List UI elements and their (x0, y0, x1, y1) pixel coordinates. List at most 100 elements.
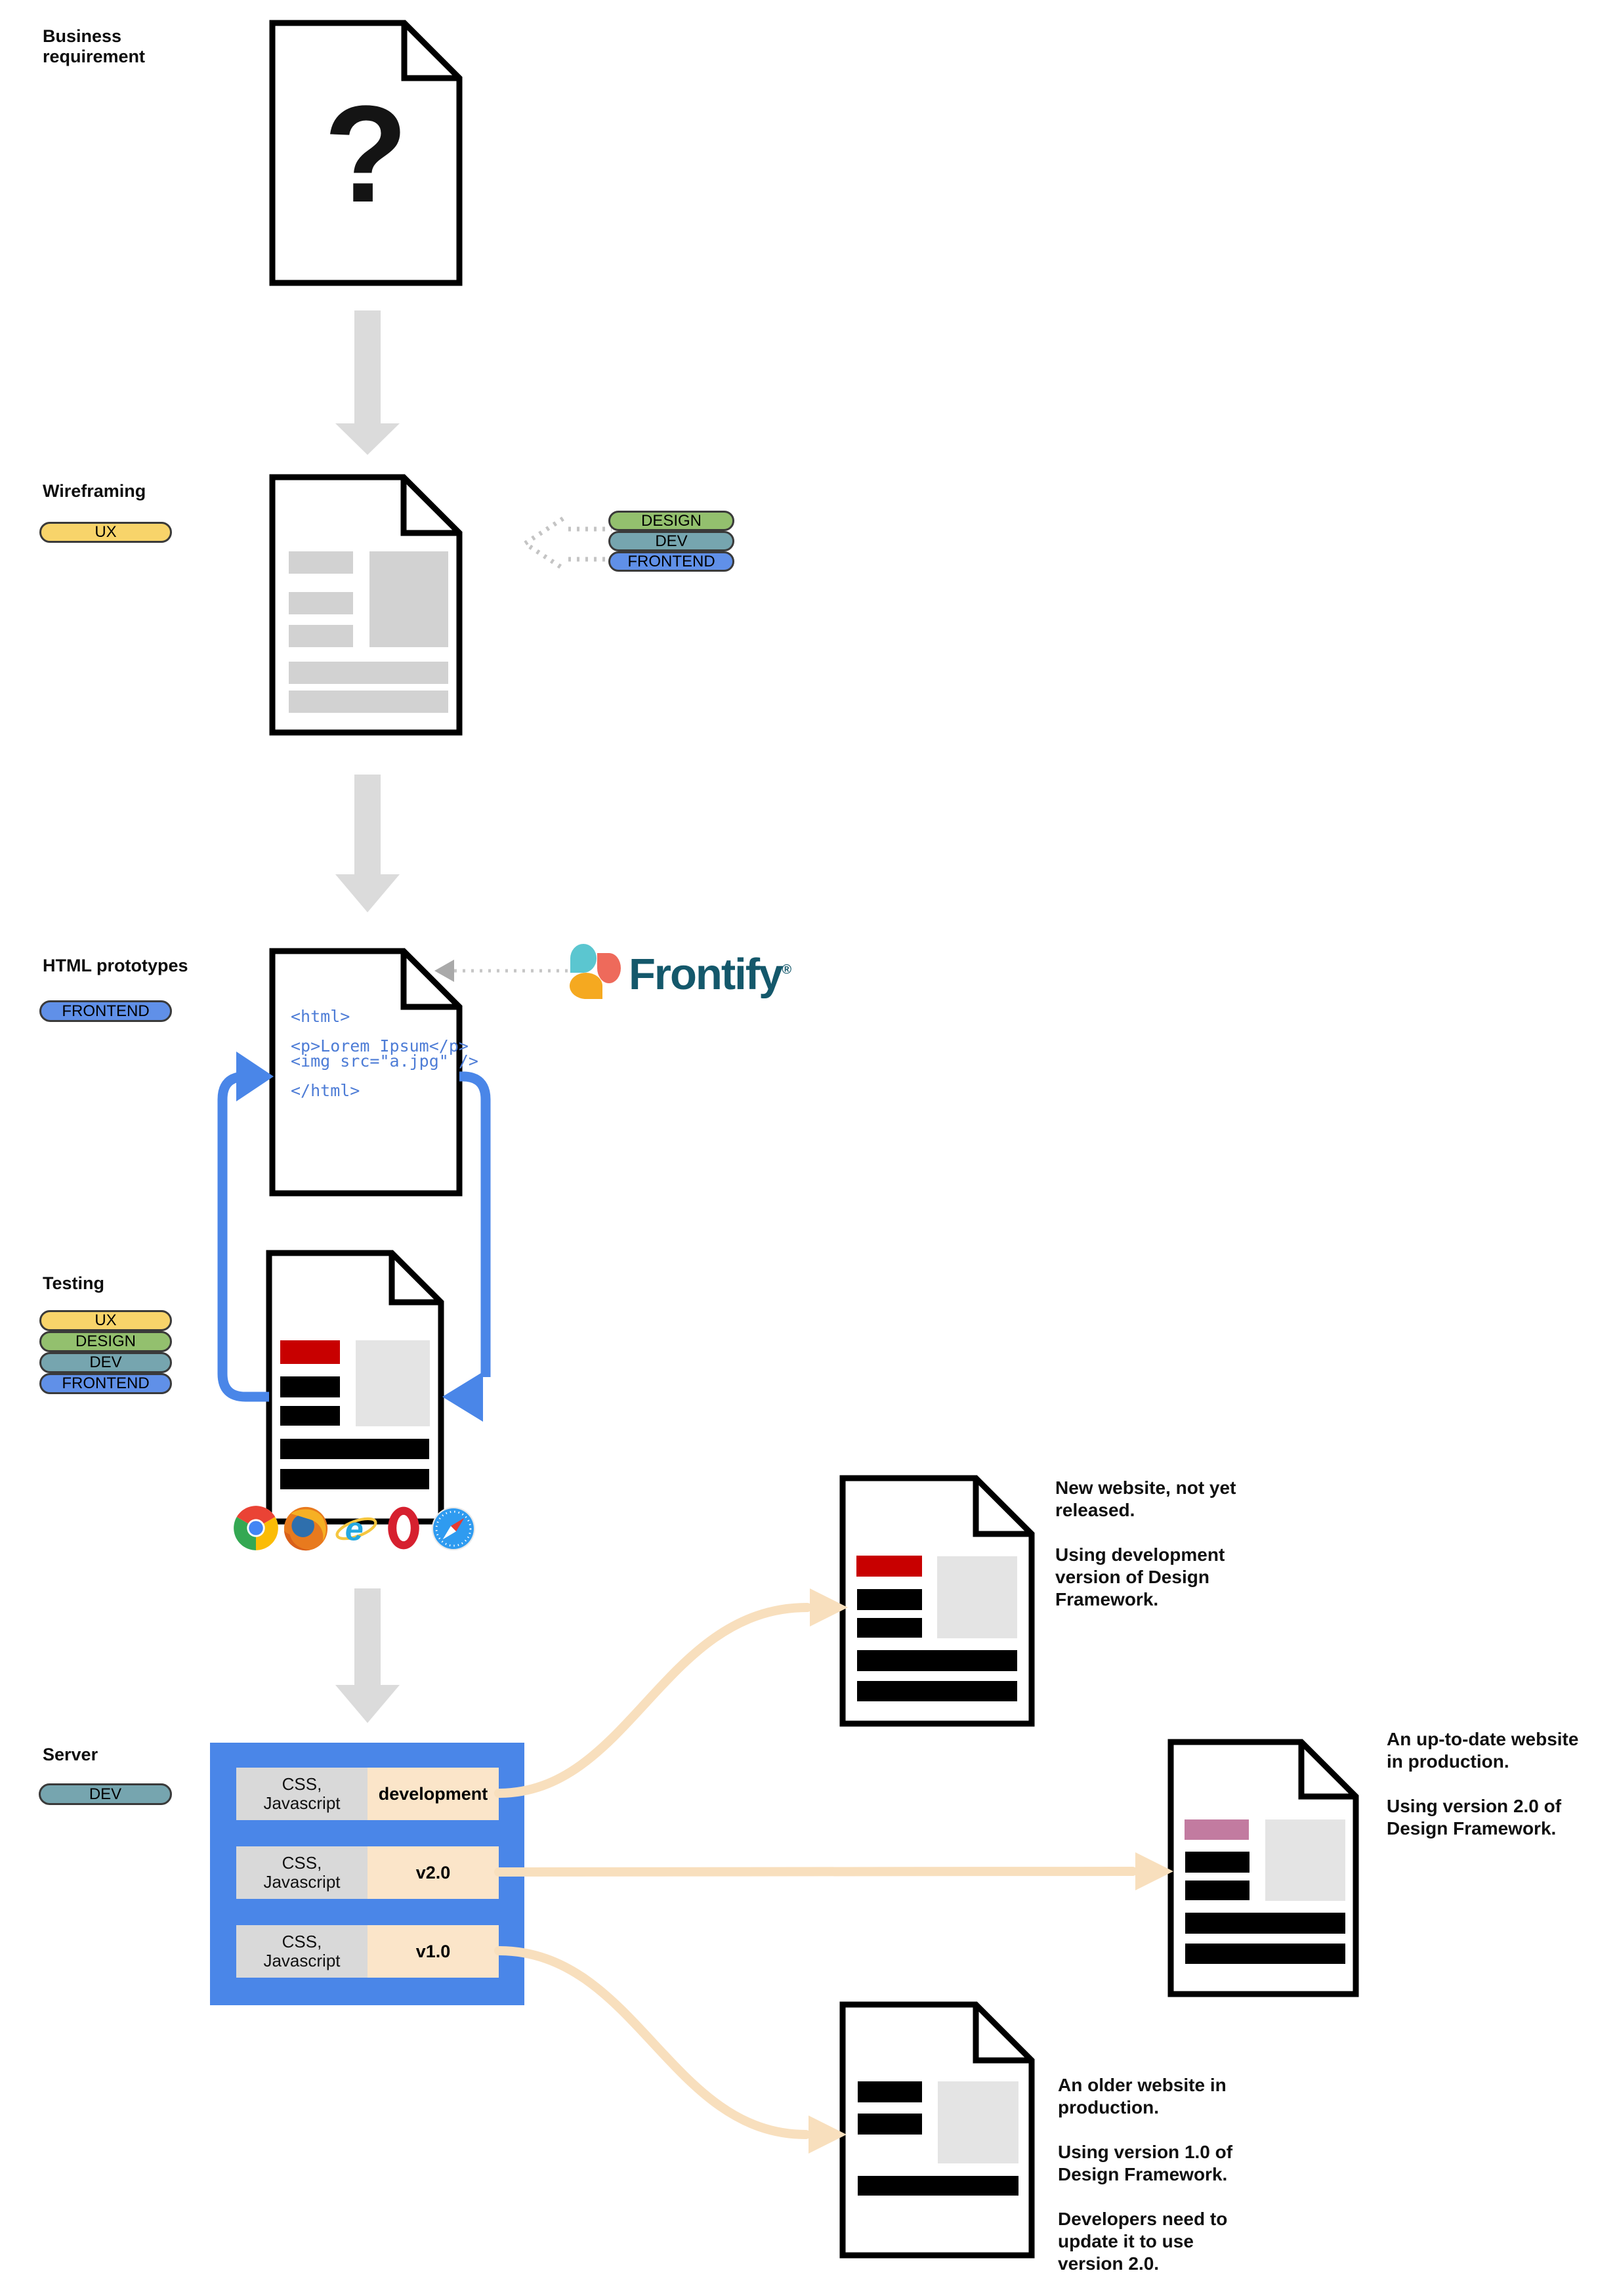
v2-site-full-bar (1185, 1913, 1345, 1934)
testing-red-bar (280, 1340, 340, 1364)
role-badge-dev: DEV (608, 531, 734, 551)
testing-full-bar (280, 1439, 429, 1459)
badge-ux-label: UX (94, 1311, 117, 1329)
badge-ux: UX (39, 522, 172, 543)
server-row-v2: CSS, Javascript v2.0 (236, 1846, 499, 1899)
note-v2-website: An up-to-date website in production. Usi… (1387, 1729, 1579, 1839)
v2-website-doc-fold (1298, 1742, 1356, 1800)
testing-bar (280, 1376, 340, 1397)
wireframe-doc-fold (400, 477, 459, 536)
wireframe-full-bar (289, 662, 448, 684)
note-new-website: New website, not yet released. Using dev… (1055, 1478, 1236, 1609)
testing-bar (280, 1406, 340, 1426)
new-site-bar (857, 1589, 922, 1610)
server-connectors (494, 1603, 1137, 2139)
v2-site-bar (1185, 1881, 1250, 1900)
new-site-full-bar (857, 1650, 1017, 1671)
note-v1-website: An older website in production. Using ve… (1058, 2075, 1233, 2274)
wireframe-bar (289, 592, 353, 614)
server-assets-label: CSS, Javascript (236, 1846, 368, 1899)
html-code-snippet: <html> <p>Lorem Ipsum</p> <img src="a.jp… (291, 1007, 478, 1100)
frontify-arrowhead-icon (434, 960, 454, 982)
v2-site-image-box (1265, 1819, 1345, 1901)
connector-v2-arrowhead-icon (1135, 1852, 1173, 1890)
loop-up-arrowhead-icon (236, 1052, 274, 1101)
badge-dev: DEV (39, 1783, 172, 1805)
badge-dev: DEV (39, 1352, 172, 1373)
new-site-bar (857, 1618, 922, 1638)
down-arrow-icon (335, 775, 400, 912)
badge-dev-label: DEV (89, 1353, 122, 1371)
testing-image-box (356, 1340, 430, 1426)
server-version-v2: v2.0 (368, 1846, 499, 1899)
badge-frontend: FRONTEND (39, 1373, 172, 1394)
loop-up-path (217, 1071, 269, 1402)
badge-frontend-label: FRONTEND (62, 1374, 150, 1392)
internet-explorer-icon: e (333, 1505, 380, 1552)
connector-development-arrowhead-icon (810, 1588, 848, 1626)
v2-site-full-bar (1185, 1944, 1345, 1964)
frontify-name: Frontify (629, 950, 783, 999)
roles-dotted-arrow (520, 517, 612, 570)
down-arrow-icon (335, 1588, 400, 1723)
new-site-image-box (937, 1556, 1017, 1638)
badge-frontend-label: FRONTEND (62, 1002, 150, 1020)
wireframe-bar (289, 625, 353, 647)
new-website-doc-fold (973, 1478, 1032, 1537)
iteration-loop (217, 1052, 491, 1422)
html-doc-fold (400, 951, 459, 1010)
business-doc-fold (401, 23, 459, 81)
new-site-red-bar (856, 1556, 922, 1577)
connector-v1 (494, 1946, 810, 2139)
badge-dev-label: DEV (89, 1785, 122, 1803)
server-row-development: CSS, Javascript development (236, 1768, 499, 1820)
connector-v2 (494, 1867, 1137, 1877)
loop-down-arrowhead-icon (442, 1372, 483, 1422)
loop-down-path (459, 1071, 491, 1377)
frontify-logo-yellow-drop-icon (570, 973, 602, 999)
wireframe-bar (289, 551, 353, 574)
connector-development (494, 1603, 812, 1798)
server-version-development: development (368, 1768, 499, 1820)
svg-text:e: e (345, 1510, 364, 1547)
testing-full-bar (280, 1469, 429, 1489)
v2-site-pink-bar (1185, 1819, 1249, 1840)
frontify-logo-coral-drop-icon (597, 953, 621, 983)
badge-design-label: DESIGN (75, 1332, 136, 1350)
role-badge-dev-label: DEV (655, 532, 688, 550)
badge-ux: UX (39, 1310, 172, 1331)
testing-label: Testing (43, 1273, 104, 1293)
badge-design: DESIGN (39, 1331, 172, 1352)
v1-website-doc-fold (973, 2005, 1032, 2064)
v1-site-bar (858, 2114, 922, 2135)
new-site-full-bar (857, 1681, 1017, 1701)
business-requirement-label: Business requirement (43, 26, 146, 66)
server-assets-label: CSS, Javascript (236, 1925, 368, 1978)
server-label: Server (43, 1745, 98, 1764)
opera-icon (380, 1504, 427, 1552)
frontify-logo-teal-drop-icon (570, 944, 597, 973)
v1-site-bar (858, 2081, 922, 2102)
server-version-v1: v1.0 (368, 1925, 499, 1978)
testing-doc-fold (388, 1253, 441, 1306)
v1-site-full-bar (858, 2176, 1018, 2196)
frontify-wordmark: Frontify® (629, 949, 791, 1000)
role-badge-design: DESIGN (608, 511, 734, 531)
badge-ux-label: UX (94, 523, 117, 541)
server-row-v1: CSS, Javascript v1.0 (236, 1925, 499, 1978)
v1-site-image-box (938, 2081, 1018, 2163)
wireframe-full-bar (289, 691, 448, 713)
wireframe-image-box (369, 551, 448, 647)
v2-site-bar (1185, 1852, 1250, 1873)
safari-icon (430, 1505, 477, 1552)
role-badge-design-label: DESIGN (640, 511, 702, 530)
role-badge-frontend: FRONTEND (608, 551, 734, 572)
chrome-icon (232, 1504, 280, 1552)
connector-v1-arrowhead-icon (808, 2115, 847, 2154)
down-arrow-icon (335, 310, 400, 455)
html-prototypes-label: HTML prototypes (43, 956, 188, 975)
question-mark-glyph: ? (324, 77, 408, 231)
server-assets-label: CSS, Javascript (236, 1768, 368, 1820)
firefox-icon (282, 1505, 329, 1552)
